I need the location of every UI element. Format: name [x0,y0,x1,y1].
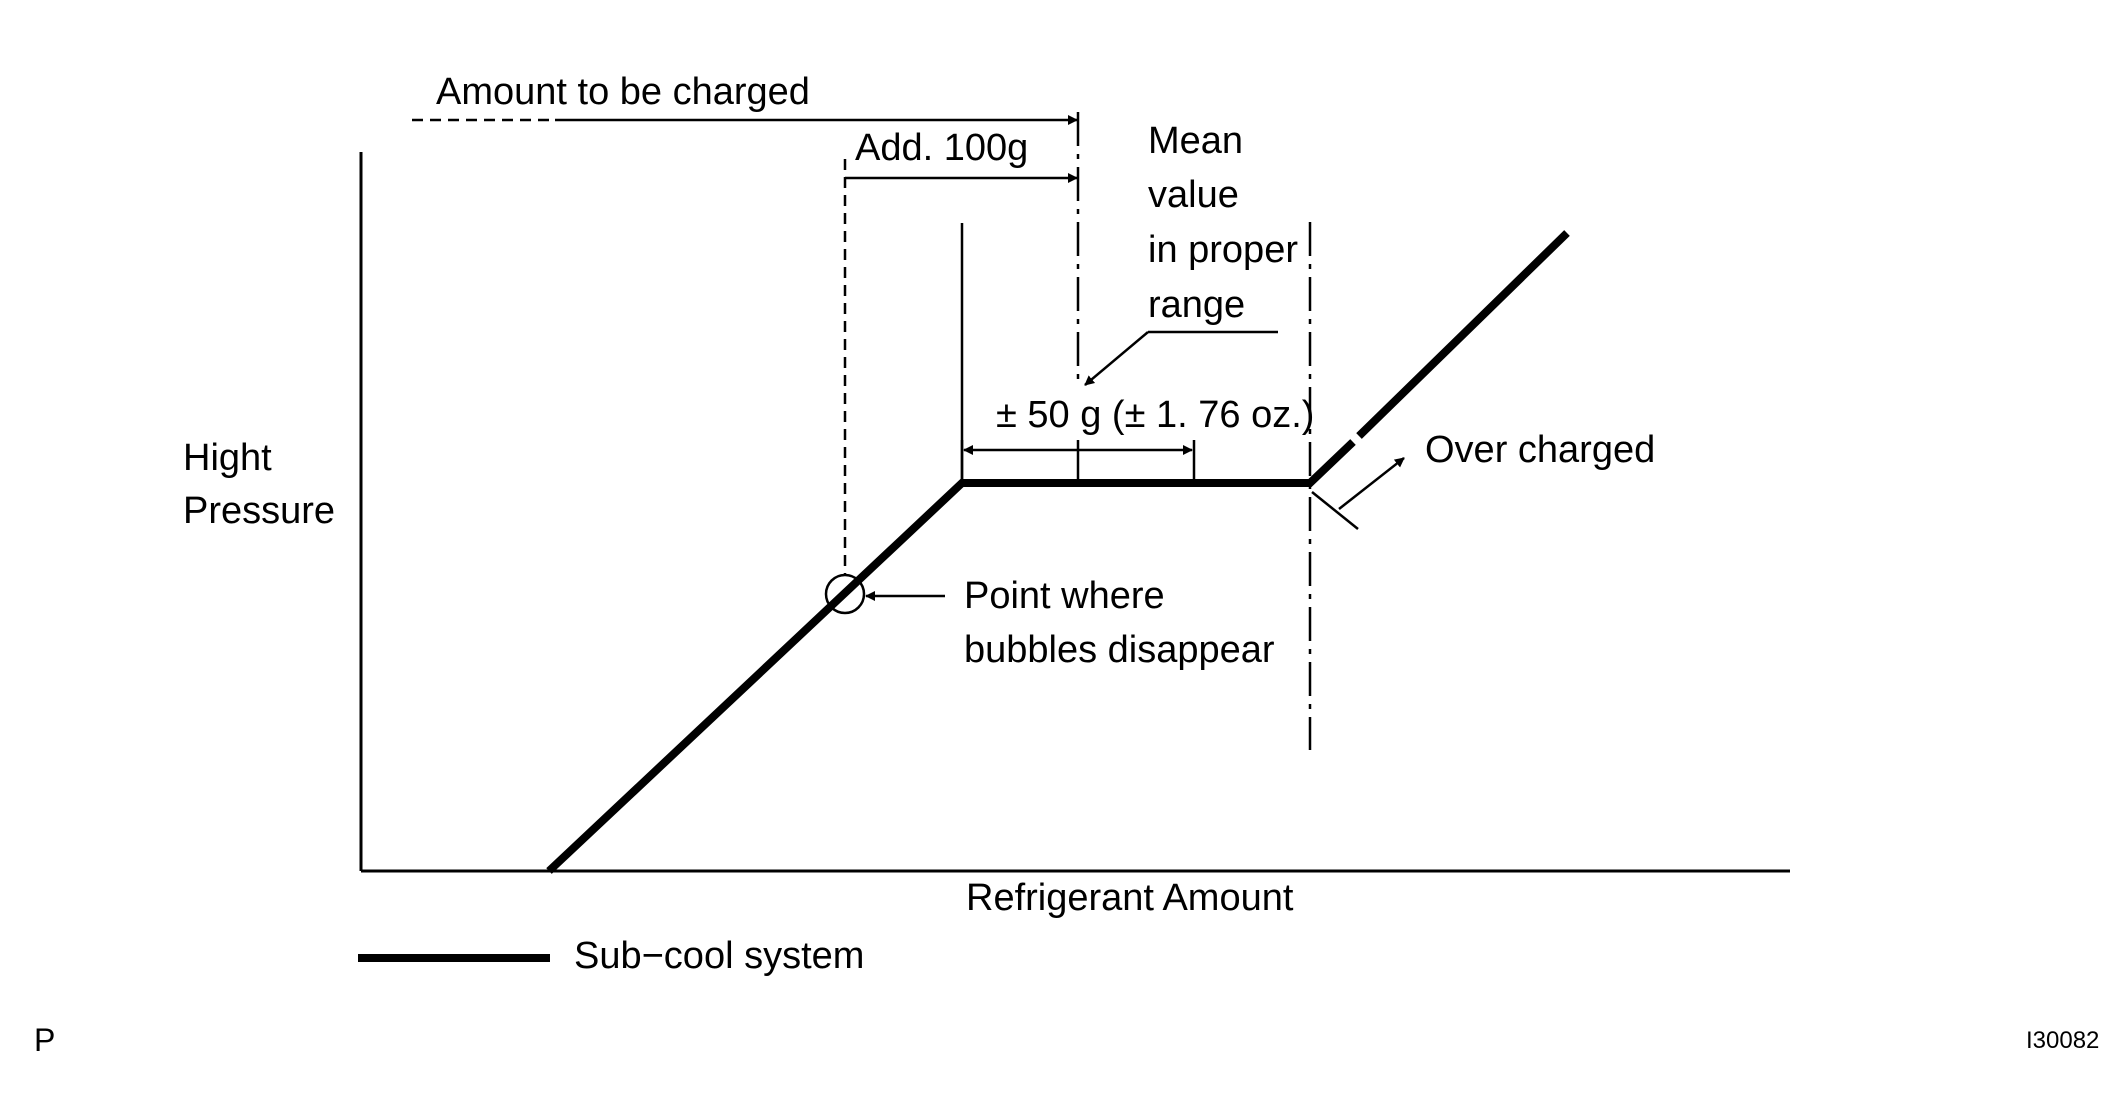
over-charged-arrow [1338,457,1405,510]
figure-code-label: I30082 [2026,1027,2099,1054]
bubble-point-label-line-1: Point where [964,575,1165,617]
amount-to-be-charged-label: Amount to be charged [436,71,810,113]
mean-value-label-line-4: range [1148,284,1245,326]
over-charged-label: Over charged [1425,429,1655,471]
legend-subcool-label: Sub−cool system [574,935,864,977]
mean-value-label-line-3: in proper [1148,229,1298,271]
subcool-curve-upper [1356,230,1570,439]
subcool-curve [546,439,1356,874]
bubble-point-label-line-2: bubbles disappear [964,629,1275,671]
mean-leader-arrow [1084,331,1149,386]
add-100g-label: Add. 100g [855,127,1028,169]
corner-p-label: P [34,1022,55,1058]
y-axis-label-line-1: Hight [183,437,272,479]
x-axis-label: Refrigerant Amount [966,877,1294,919]
mean-value-label-line-1: Mean [1148,120,1243,162]
tolerance-label: ± 50 g (± 1. 76 oz.) [996,394,1314,436]
over-charged-bracket [1311,491,1359,530]
mean-value-label-line-2: value [1148,174,1239,216]
y-axis-label-line-2: Pressure [183,490,335,532]
